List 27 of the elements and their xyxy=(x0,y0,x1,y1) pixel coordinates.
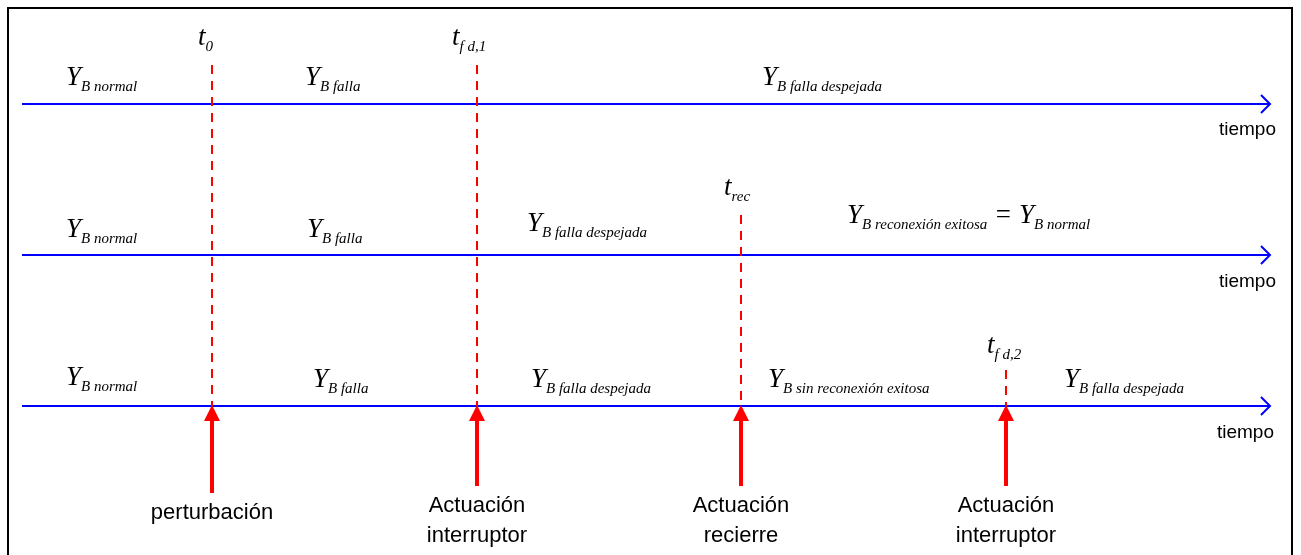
event-label: Actuación interruptor xyxy=(392,490,562,550)
math-label: Y$_{B normal}$ xyxy=(66,214,138,247)
math-label: Y$_{B falla}$ xyxy=(307,214,363,247)
math-label: Y$_{B reconexión exitosa}$ = Y$_{B normal}$ xyxy=(847,200,1091,233)
math-label: t$_{f d,2}$ xyxy=(987,330,1022,363)
arrow xyxy=(204,405,220,493)
math-label: Y$_{B normal}$ xyxy=(66,362,138,395)
math-label: Y$_{B falla despejada}$ xyxy=(527,208,648,241)
axis-label: tiempo xyxy=(1218,118,1276,140)
event-label: Actuación recierre xyxy=(656,490,826,550)
math-label: Y$_{B falla despejada}$ xyxy=(762,62,883,95)
arrow xyxy=(733,405,749,486)
math-label: t$_{0}$ xyxy=(198,22,213,55)
event-label: perturbación xyxy=(127,497,297,527)
math-label: t$_{rec}$ xyxy=(724,172,751,205)
axis-label: tiempo xyxy=(1216,421,1274,443)
math-label: t$_{f d,1}$ xyxy=(452,22,487,55)
arrow xyxy=(998,405,1014,486)
math-label: Y$_{B falla despejada}$ xyxy=(531,364,652,397)
math-label: Y$_{B falla despejada}$ xyxy=(1064,364,1185,397)
math-label: Y$_{B normal}$ xyxy=(66,62,138,95)
arrow xyxy=(469,405,485,486)
math-label: Y$_{B sin reconexión exitosa}$ xyxy=(768,364,930,397)
axis-label: tiempo xyxy=(1218,270,1276,292)
math-label: Y$_{B falla}$ xyxy=(313,364,369,397)
event-label: Actuación interruptor xyxy=(921,490,1091,550)
math-label: Y$_{B falla}$ xyxy=(305,62,361,95)
